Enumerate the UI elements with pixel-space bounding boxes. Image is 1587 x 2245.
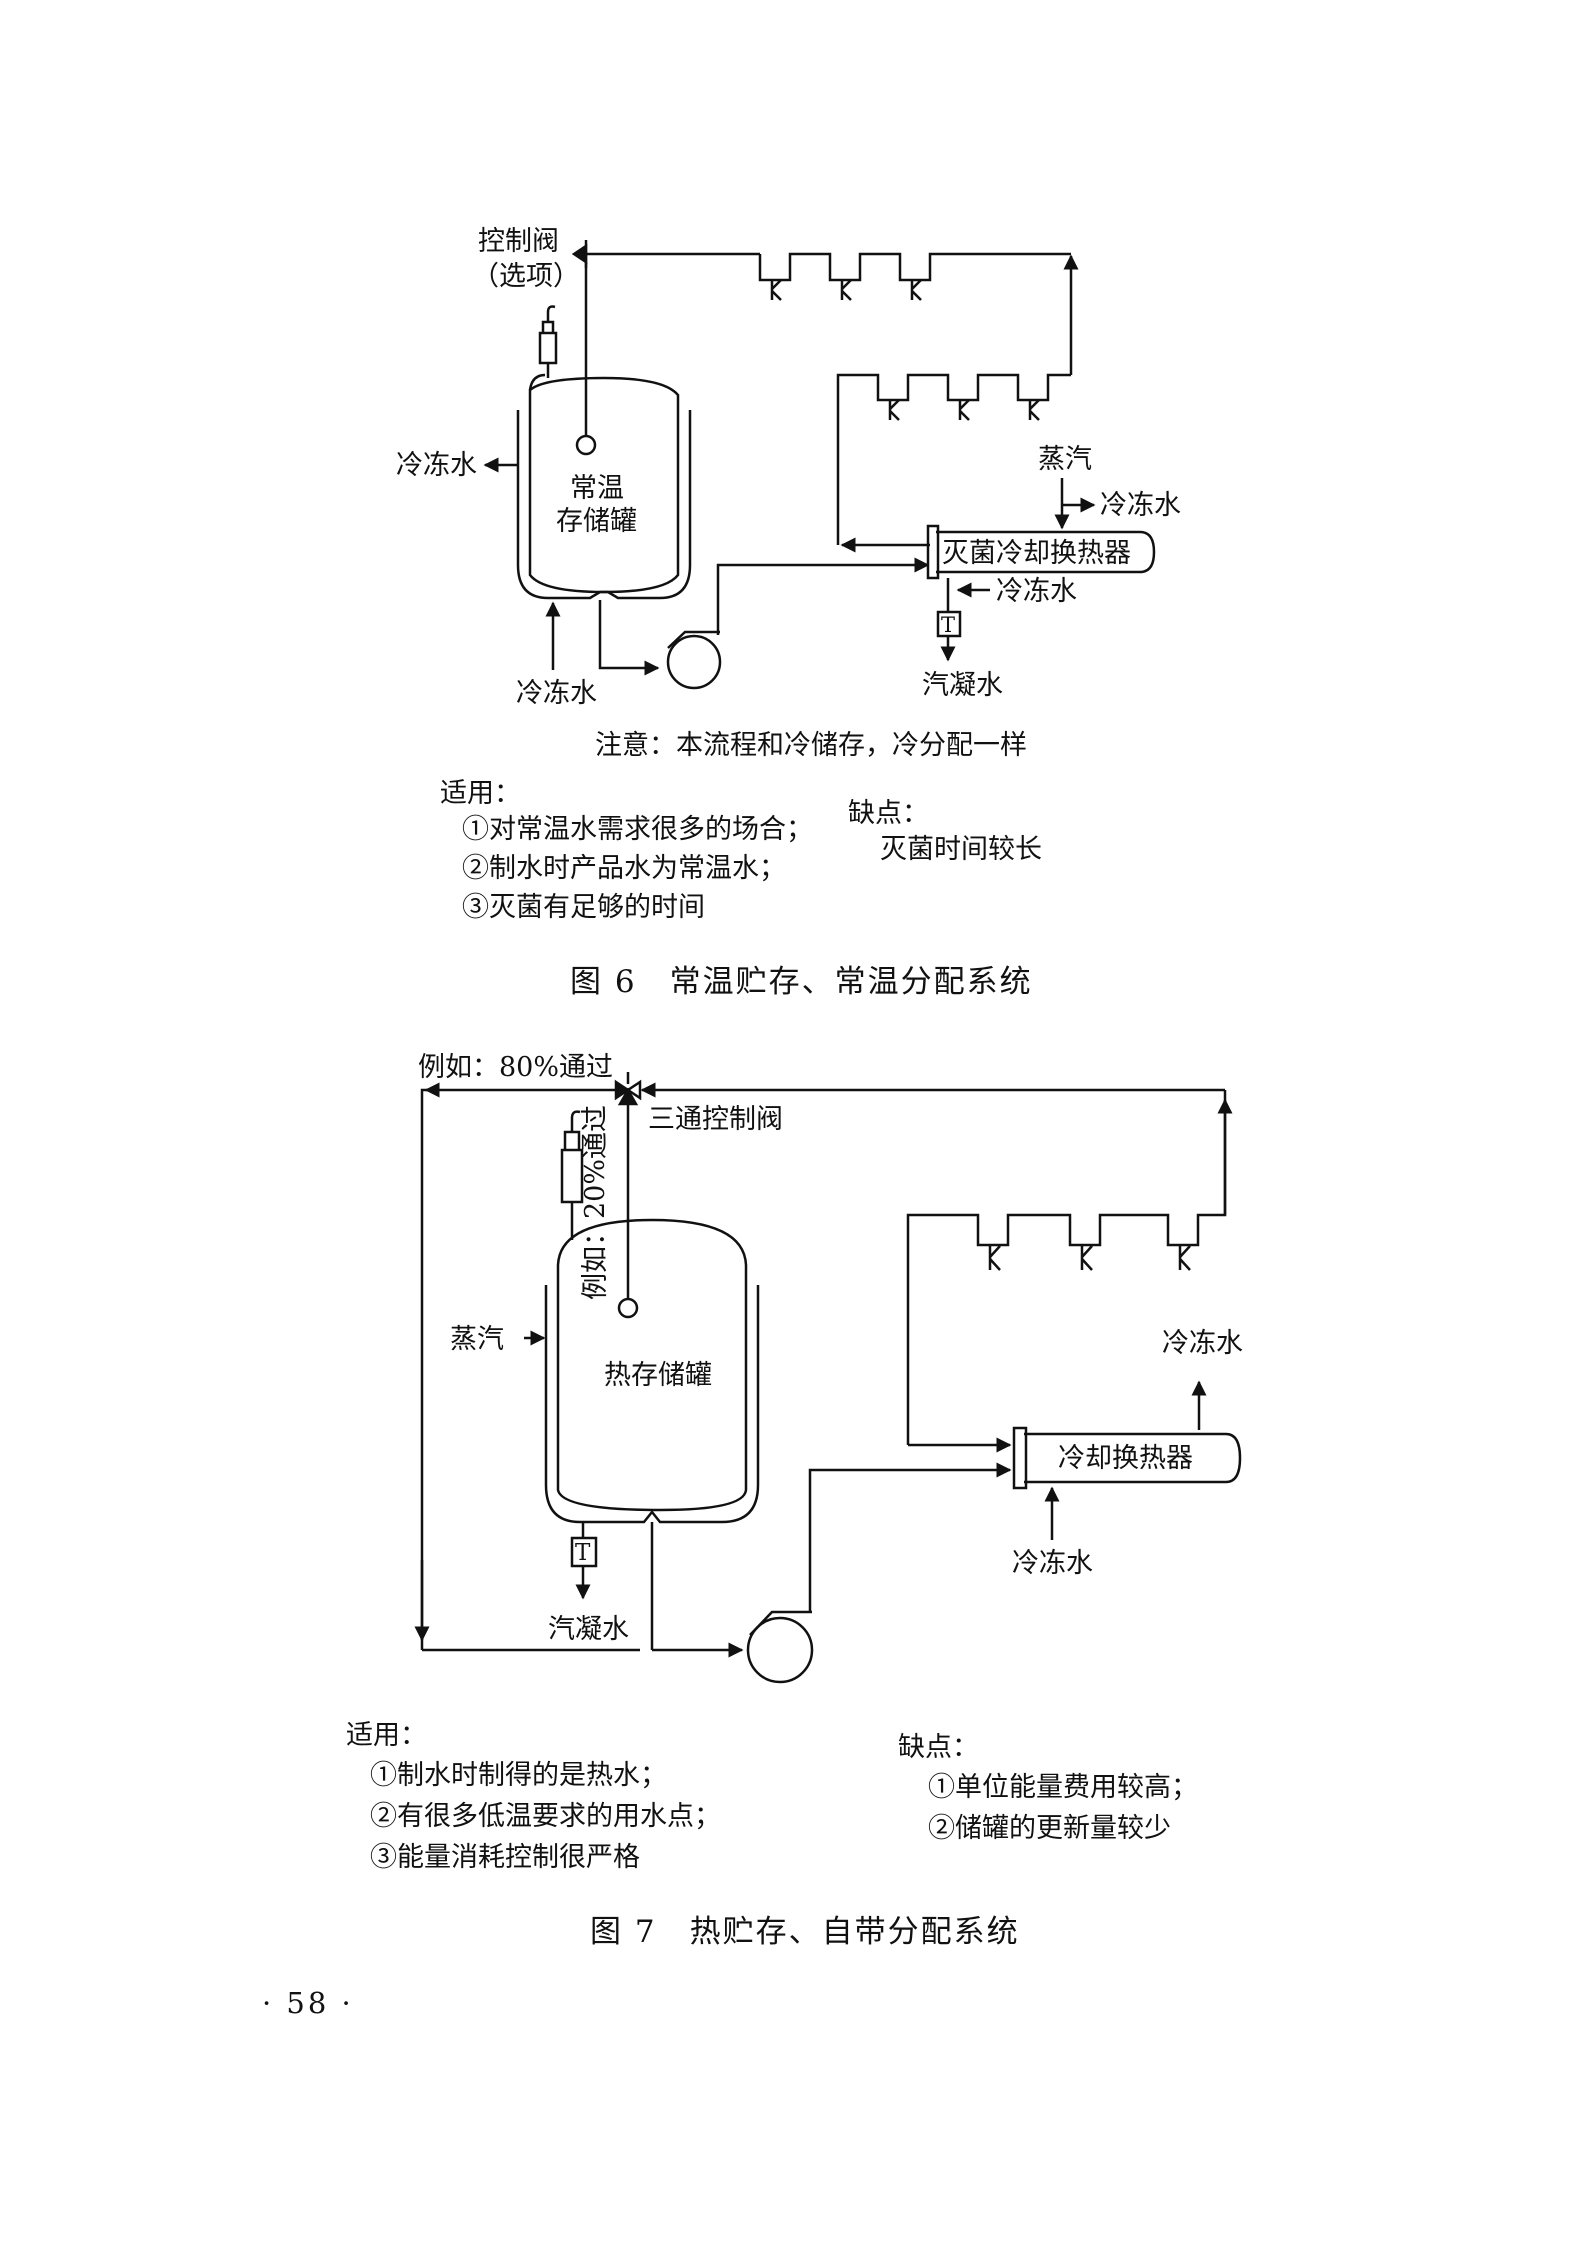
page-number: · 58 · xyxy=(262,1986,354,2020)
fig6-chilled-water-in-exchanger-label: 冷冻水 xyxy=(996,576,1077,607)
fig6-tank-jacket xyxy=(516,410,692,600)
fig7-tank-label: 热存储罐 xyxy=(604,1360,712,1391)
fig6-tank-label-1: 常温 xyxy=(570,473,624,504)
fig7-chilled-water-out-label: 冷冻水 xyxy=(1162,1328,1243,1359)
fig6-disadvantage-item: 灭菌时间较长 xyxy=(880,834,1042,865)
three-way-valve-icon xyxy=(614,1072,642,1106)
fig6-pump-to-exchanger xyxy=(716,557,930,635)
fig6-vent-neck xyxy=(528,373,546,391)
fig6-note: 注意：本流程和冷储存，冷分配一样 xyxy=(595,730,1027,761)
list-item: ②有很多低温要求的用水点； xyxy=(370,1801,721,1833)
fig7-hot-storage-tank xyxy=(556,1218,748,1512)
fig6-control-valve-label: 控制阀 xyxy=(478,226,559,257)
tap-icon xyxy=(888,399,900,421)
vent-filter-icon xyxy=(560,1110,584,1240)
figure-7-labels: 例如：80%通过 三通控制阀 例如：20%通过 蒸汽 热存储罐 冷冻水 冷却换热… xyxy=(418,1052,1243,1645)
list-item: ②制水时产品水为常温水； xyxy=(462,853,786,885)
fig7-three-way-valve-label: 三通控制阀 xyxy=(648,1104,783,1135)
tap-icon xyxy=(988,1245,1001,1271)
fig7-trap-label: T xyxy=(575,1540,591,1566)
fig7-pass-20-label: 例如：20%通过 xyxy=(580,1105,611,1300)
fig7-applicable-list: ①制水时制得的是热水； ②有很多低温要求的用水点； ③能量消耗控制很严格 xyxy=(370,1758,721,1875)
fig6-chilled-water-out-right-label: 冷冻水 xyxy=(1100,490,1181,521)
fig7-pass-80-label: 例如：80%通过 xyxy=(418,1052,613,1083)
fig6-chilled-water-out-left-label: 冷冻水 xyxy=(396,450,477,481)
pump-icon xyxy=(666,630,722,690)
vent-filter-icon xyxy=(538,305,558,378)
fig7-pump-to-exchanger xyxy=(808,1462,1012,1612)
fig6-heat-exchanger xyxy=(926,524,1156,580)
fig6-steam-label: 蒸汽 xyxy=(1038,444,1092,475)
fig7-tank-jacket xyxy=(544,1285,760,1524)
pump-icon xyxy=(746,1610,814,1684)
fig6-caption: 图 6 常温贮存、常温分配系统 xyxy=(570,964,1033,1000)
fig7-applicable-title: 适用： xyxy=(346,1720,427,1751)
tap-icon xyxy=(958,399,970,421)
fig6-tank-label-2: 存储罐 xyxy=(556,506,637,537)
fig7-condensate-label: 汽凝水 xyxy=(548,1614,629,1645)
figure-6-labels: 控制阀 （选项） 常温 存储罐 冷冻水 冷冻水 蒸汽 冷冻水 灭菌冷却换热器 冷… xyxy=(396,226,1181,709)
fig6-condensate-label: 汽凝水 xyxy=(922,670,1003,701)
fig7-caption: 图 7 热贮存、自带分配系统 xyxy=(590,1914,1020,1950)
tap-icon xyxy=(1080,1245,1093,1271)
fig7-heat-exchanger xyxy=(1012,1426,1242,1490)
fig7-disadvantage-title: 缺点： xyxy=(898,1732,979,1763)
fig6-control-valve-option-label: （选项） xyxy=(472,261,580,292)
fig6-lower-user-points xyxy=(836,373,1071,545)
list-item: ②储罐的更新量较少 xyxy=(928,1813,1171,1845)
figure-7-diagram xyxy=(414,1072,1242,1684)
fig6-chilled-water-in-bottom-label: 冷冻水 xyxy=(516,678,597,709)
fig7-bypass-line xyxy=(420,1088,616,1650)
tap-icon xyxy=(1178,1245,1191,1271)
fig6-applicable-list: ①对常温水需求很多的场合； ②制水时产品水为常温水； ③灭菌有足够的时间 xyxy=(462,812,813,925)
fig6-storage-tank xyxy=(528,376,680,594)
fig7-user-points xyxy=(906,1090,1227,1445)
fig6-return-outlet-icon xyxy=(575,434,597,456)
list-item: ①对常温水需求很多的场合； xyxy=(462,814,813,845)
fig7-heat-exchanger-label: 冷却换热器 xyxy=(1058,1443,1193,1474)
list-item: ①单位能量费用较高； xyxy=(928,1772,1198,1803)
fig6-outlet-to-pump xyxy=(598,600,660,676)
list-item: ③能量消耗控制很严格 xyxy=(370,1842,640,1874)
list-item: ③灭菌有足够的时间 xyxy=(462,892,705,924)
tap-icon xyxy=(1028,399,1040,421)
tap-icon xyxy=(910,279,922,301)
fig7-return-outlet-icon xyxy=(617,1297,639,1319)
fig7-disadvantage-list: ①单位能量费用较高； ②储罐的更新量较少 xyxy=(928,1770,1198,1846)
fig7-steam-label: 蒸汽 xyxy=(450,1324,504,1355)
fig6-heat-exchanger-label: 灭菌冷却换热器 xyxy=(942,538,1131,569)
list-item: ①制水时制得的是热水； xyxy=(370,1760,667,1791)
fig6-trap-label: T xyxy=(941,613,955,637)
fig7-chilled-water-in-label: 冷冻水 xyxy=(1012,1548,1093,1579)
figure-6-diagram xyxy=(483,240,1156,690)
fig6-upper-user-points xyxy=(758,252,1071,282)
tap-icon xyxy=(770,279,782,301)
tap-icon xyxy=(840,279,852,301)
fig6-disadvantage-title: 缺点： xyxy=(848,798,929,829)
fig6-applicable-title: 适用： xyxy=(440,778,521,809)
